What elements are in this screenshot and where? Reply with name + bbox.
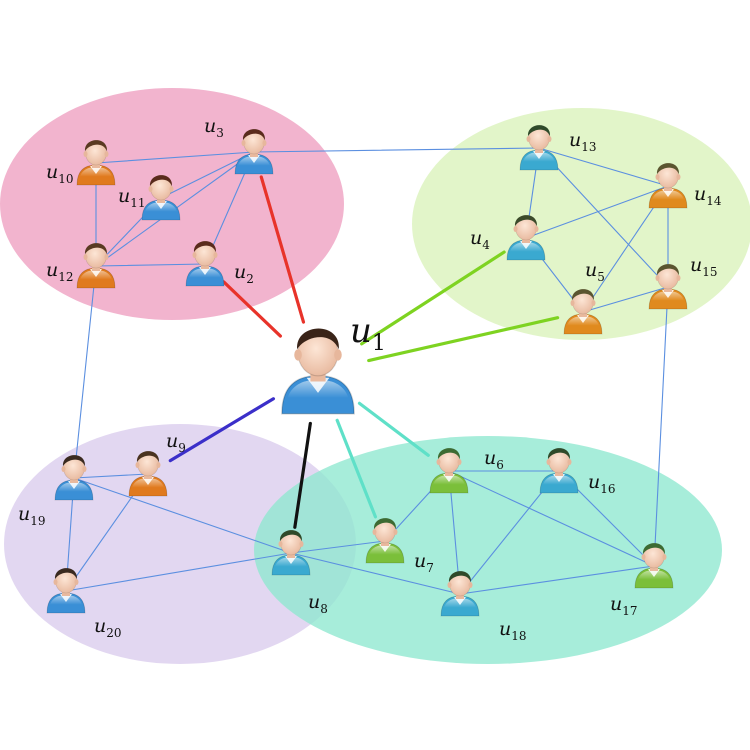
label-u16: u16 [588,471,616,496]
node-layer [46,125,688,617]
user-icon-u13[interactable] [519,125,559,171]
label-u4: u4 [470,227,490,252]
edge-u4-u14 [525,185,669,239]
user-icon-u8[interactable] [271,530,311,576]
edge-u1-u8 [293,421,312,529]
edge-u6-u17 [448,470,655,567]
label-u10: u10 [46,161,74,186]
edge-u15-u17 [653,286,669,567]
label-u14: u14 [694,183,722,208]
user-icon-u15[interactable] [648,264,688,310]
user-icon-u20[interactable] [46,568,86,614]
label-u19: u19 [18,503,46,528]
edge-u3-u11 [160,151,255,199]
user-icon-u11[interactable] [141,175,181,221]
label-u20: u20 [94,615,122,640]
user-icon-u10[interactable] [76,140,116,186]
edge-u5-u15 [582,286,669,313]
label-layer: u1 u2 u3 u4 u5 u6 u7 u8 u9 u10 u11 u12 u13 u14 u15 u16 u… [18,115,722,643]
user-icon-u16[interactable] [539,448,579,494]
label-u12: u12 [46,259,74,284]
edge-u1-u2 [222,280,283,338]
user-icon-u6[interactable] [429,448,469,494]
user-icon-u3[interactable] [234,129,274,175]
edge-u19-u8 [73,477,292,554]
edge-u12-u19 [73,265,97,479]
label-u9: u9 [166,430,186,455]
label-u15: u15 [690,254,718,279]
edge-u1-u4 [360,250,506,346]
edge-u8-u7 [290,540,386,554]
label-u1: u1 [350,311,386,356]
label-u3: u3 [204,115,224,140]
edge-u13-u15 [538,147,669,288]
user-icon-u5[interactable] [563,289,603,335]
label-u18: u18 [499,618,527,643]
user-icon-u17[interactable] [634,543,674,589]
label-u2: u2 [234,261,254,286]
user-icon-u18[interactable] [440,571,480,617]
edge-u1-u3 [259,175,306,324]
community-teal [254,436,722,664]
user-icon-u1[interactable] [281,328,355,415]
edge-u1-u5 [367,316,560,363]
label-u7: u7 [414,550,434,575]
label-u8: u8 [308,591,328,616]
edge-u1-u9 [168,397,276,463]
user-icon-u2[interactable] [185,241,225,287]
edge-u18-u17 [459,565,655,595]
edge-u13-u14 [538,147,669,187]
edge-u3-u10 [95,151,255,164]
edge-u3-u13 [253,147,540,153]
edge-u1-u6 [357,401,430,457]
edge-u1-u7 [335,418,378,519]
user-icon-u14[interactable] [648,163,688,209]
edge-u20-u8 [65,552,292,592]
label-u13: u13 [569,129,597,154]
user-icon-u4[interactable] [506,215,546,261]
edge-u9-u19 [73,473,149,479]
edge-u8-u18 [290,552,461,595]
edge-u12-u2 [95,263,206,267]
user-icon-u19[interactable] [54,455,94,501]
label-u11: u11 [118,185,146,210]
user-icon-u12[interactable] [76,243,116,289]
label-u5: u5 [585,259,605,284]
user-icon-u9[interactable] [128,451,168,497]
label-u17: u17 [610,593,638,618]
label-u6: u6 [484,447,504,472]
user-icon-u7[interactable] [365,518,405,564]
